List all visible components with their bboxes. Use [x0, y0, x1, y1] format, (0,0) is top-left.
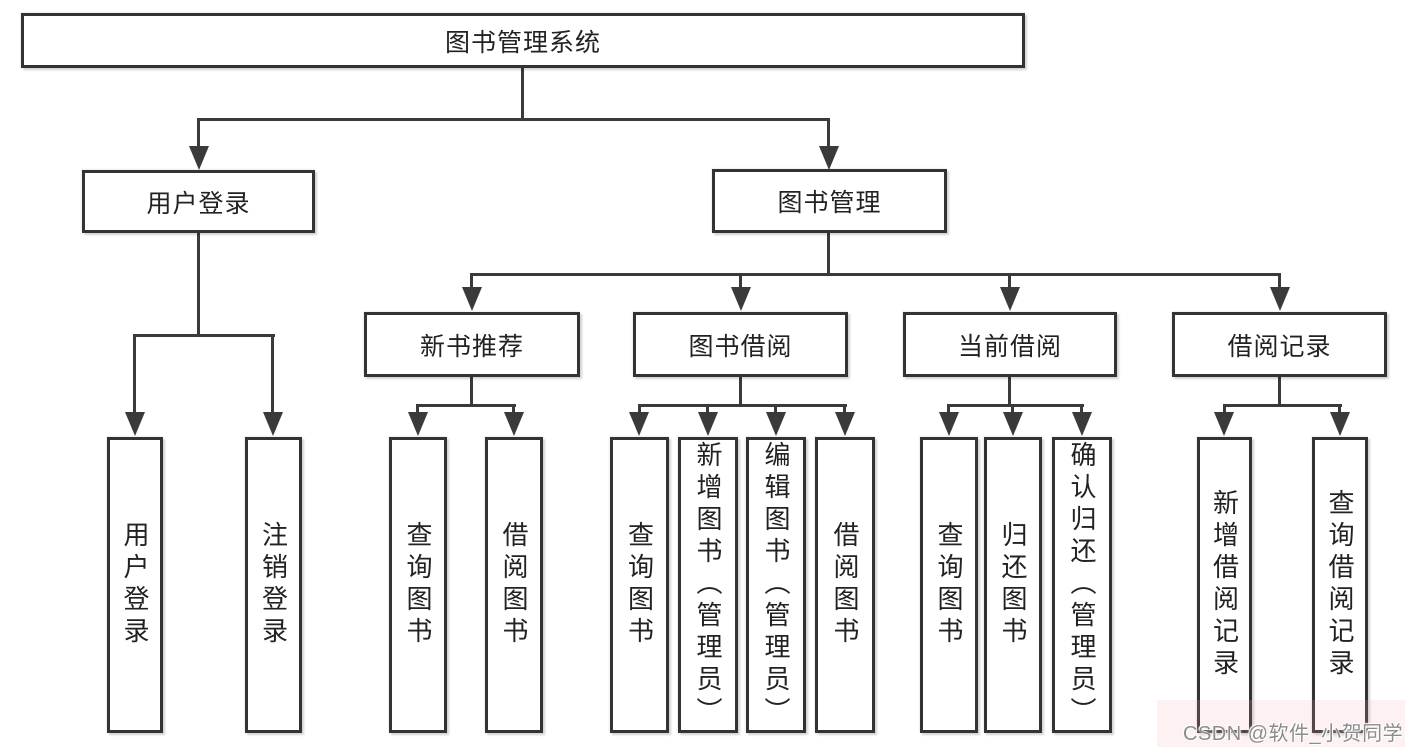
- leaf-label: 查询图书: [403, 521, 433, 649]
- connector-line: [271, 336, 274, 414]
- connector-line: [947, 404, 1084, 407]
- arrow-down-icon: [939, 412, 959, 436]
- connector-line: [1008, 275, 1011, 288]
- leaf-return-books: 归还图书: [984, 437, 1042, 733]
- node-current-borrowing: 当前借阅: [903, 312, 1117, 377]
- leaf-add-books-admin: 新增图书（管理员）: [678, 437, 738, 733]
- connector-line: [1223, 404, 1342, 407]
- connector-line: [416, 404, 516, 407]
- connector-line: [416, 406, 419, 414]
- connector-line: [739, 377, 742, 407]
- node-label: 借阅记录: [1227, 332, 1332, 361]
- arrow-down-icon: [1003, 412, 1023, 436]
- arrow-down-icon: [819, 146, 839, 170]
- node-label: 图书管理系统: [444, 28, 601, 57]
- node-book-management-system: 图书管理系统: [21, 13, 1025, 68]
- leaf-label: 用户登录: [120, 521, 150, 649]
- leaf-edit-books-admin: 编辑图书（管理员）: [746, 437, 806, 733]
- leaf-label: 注销登录: [258, 521, 289, 649]
- arrow-down-icon: [462, 287, 482, 311]
- connector-line: [638, 404, 847, 407]
- watermark-tint: [1157, 700, 1405, 747]
- leaf-label: 编辑图书（管理员）: [761, 441, 791, 729]
- leaf-logout: 注销登录: [245, 437, 302, 733]
- leaf-label: 借阅图书: [499, 521, 529, 649]
- leaf-borrow-books: 借阅图书: [485, 437, 543, 733]
- node-user-login: 用户登录: [82, 170, 315, 233]
- leaf-label: 借阅图书: [830, 521, 860, 649]
- leaf-label: 查询图书: [934, 521, 964, 649]
- connector-line: [521, 68, 524, 120]
- connector-line: [1008, 377, 1011, 407]
- connector-line: [638, 406, 641, 414]
- node-book-borrowing: 图书借阅: [633, 312, 848, 377]
- leaf-label: 新增借阅记录: [1209, 489, 1240, 681]
- connector-line: [197, 120, 200, 147]
- arrow-down-icon: [1072, 412, 1092, 436]
- leaf-query-books: 查询图书: [920, 437, 978, 733]
- leaf-user-login: 用户登录: [107, 437, 163, 733]
- arrow-down-icon: [263, 412, 283, 436]
- node-new-book-recommend: 新书推荐: [364, 312, 580, 377]
- connector-line: [843, 406, 846, 414]
- connector-line: [133, 336, 136, 414]
- leaf-add-borrow-record: 新增借阅记录: [1197, 437, 1252, 733]
- connector-line: [512, 406, 515, 414]
- connector-line: [1080, 406, 1083, 414]
- arrow-down-icon: [125, 412, 145, 436]
- leaf-query-borrow-record: 查询借阅记录: [1312, 437, 1368, 733]
- arrow-down-icon: [1270, 287, 1290, 311]
- connector-line: [947, 406, 950, 414]
- leaf-label: 查询图书: [624, 521, 655, 649]
- watermark-text: CSDN @软件_小贺同学: [1183, 723, 1404, 745]
- arrow-down-icon: [408, 412, 428, 436]
- connector-line: [1011, 406, 1014, 414]
- connector-line: [1278, 377, 1281, 407]
- node-label: 图书借阅: [688, 332, 793, 361]
- leaf-label: 归还图书: [998, 521, 1028, 649]
- connector-line: [470, 275, 473, 288]
- node-borrowing-records: 借阅记录: [1172, 312, 1387, 377]
- connector-line: [197, 233, 200, 337]
- arrow-down-icon: [731, 287, 751, 311]
- arrow-down-icon: [766, 412, 786, 436]
- node-label: 用户登录: [146, 189, 251, 218]
- arrow-down-icon: [1000, 287, 1020, 311]
- leaf-label: 新增图书（管理员）: [693, 441, 723, 729]
- leaf-label: 确认归还（管理员）: [1067, 441, 1097, 729]
- arrow-down-icon: [698, 412, 718, 436]
- node-label: 图书管理: [777, 189, 882, 217]
- connector-line: [1338, 406, 1341, 414]
- node-label: 新书推荐: [419, 332, 524, 361]
- connector-line: [1223, 406, 1226, 414]
- connector-line: [827, 120, 830, 147]
- arrow-down-icon: [629, 412, 649, 436]
- leaf-label: 查询借阅记录: [1325, 489, 1355, 681]
- leaf-confirm-return-admin: 确认归还（管理员）: [1052, 437, 1112, 733]
- connector-line: [197, 118, 830, 121]
- connector-line: [706, 406, 709, 414]
- connector-line: [470, 377, 473, 407]
- connector-line: [827, 233, 830, 275]
- arrow-down-icon: [1330, 412, 1350, 436]
- leaf-borrow-books: 借阅图书: [815, 437, 875, 733]
- connector-line: [774, 406, 777, 414]
- arrow-down-icon: [1214, 412, 1234, 436]
- arrow-down-icon: [835, 412, 855, 436]
- connector-line: [739, 275, 742, 288]
- connector-line: [133, 334, 275, 337]
- connector-line: [1278, 275, 1281, 288]
- leaf-query-books: 查询图书: [389, 437, 447, 733]
- node-label: 当前借阅: [957, 332, 1062, 361]
- arrow-down-icon: [504, 412, 524, 436]
- node-book-management: 图书管理: [712, 169, 947, 233]
- connector-line: [470, 273, 1281, 276]
- leaf-query-books: 查询图书: [610, 437, 669, 733]
- arrow-down-icon: [189, 146, 209, 170]
